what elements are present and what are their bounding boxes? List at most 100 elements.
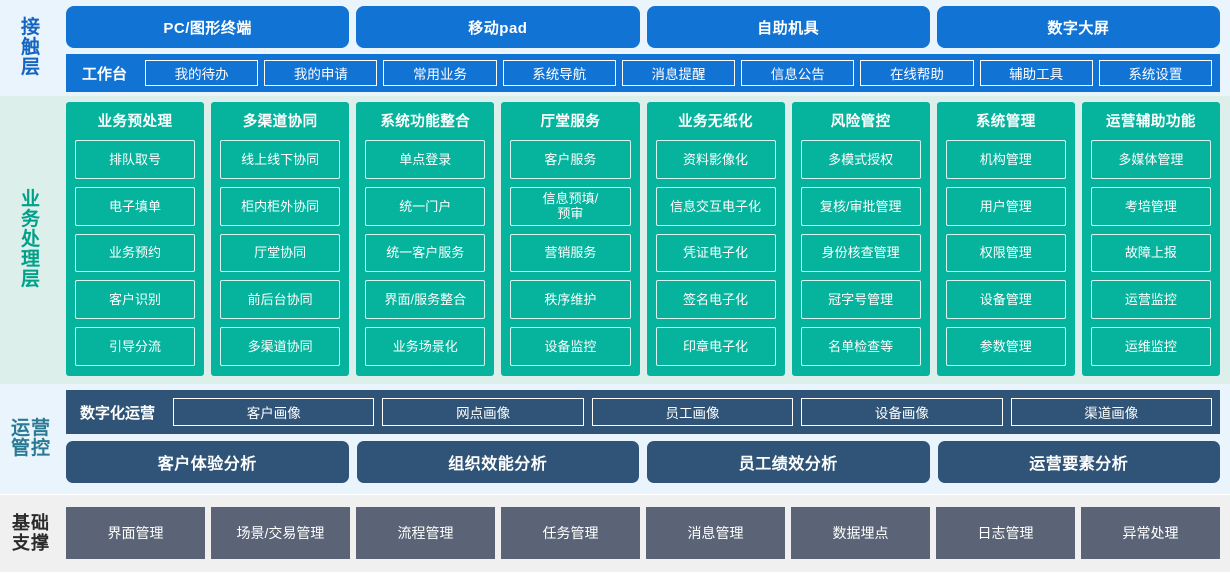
column-items: 线上线下协同 柜内柜外协同 厅堂协同 前后台协同 多渠道协同 bbox=[220, 140, 341, 366]
operations-layer-label: 运营管控 bbox=[0, 384, 62, 494]
terminal-mobile-pad[interactable]: 移动pad bbox=[356, 6, 640, 48]
column-items: 资料影像化 信息交互电子化 凭证电子化 签名电子化 印章电子化 bbox=[655, 140, 776, 366]
business-column-system-integration: 系统功能整合 单点登录 统一门户 统一客户服务 界面/服务整合 业务场景化 bbox=[356, 102, 495, 376]
portrait-item-channel[interactable]: 渠道画像 bbox=[1010, 398, 1212, 426]
column-items: 客户服务 信息预填/ 预审 营销服务 秩序维护 设备监控 bbox=[510, 140, 631, 366]
column-title: 风险管控 bbox=[830, 114, 891, 130]
biz-item[interactable]: 考培管理 bbox=[1090, 186, 1211, 226]
biz-item[interactable]: 客户服务 bbox=[510, 140, 631, 179]
biz-item[interactable]: 信息交互电子化 bbox=[655, 186, 776, 226]
biz-item[interactable]: 冠字号管理 bbox=[800, 280, 921, 320]
biz-item[interactable]: 参数管理 bbox=[945, 327, 1066, 366]
column-items: 机构管理 用户管理 权限管理 设备管理 参数管理 bbox=[945, 140, 1066, 366]
biz-item[interactable]: 柜内柜外协同 bbox=[220, 186, 341, 226]
biz-item[interactable]: 业务场景化 bbox=[365, 327, 486, 366]
biz-item[interactable]: 业务预约 bbox=[75, 233, 196, 273]
biz-item[interactable]: 签名电子化 bbox=[655, 280, 776, 320]
base-item-log-management[interactable]: 日志管理 bbox=[936, 507, 1075, 559]
biz-item[interactable]: 运维监控 bbox=[1090, 327, 1211, 366]
business-layer-label-text: 业务处理层 bbox=[20, 188, 41, 291]
operations-control-layer: 运营管控 数字化运营 客户画像 网点画像 员工画像 设备画像 渠道画像 客户体验… bbox=[0, 384, 1230, 494]
biz-item[interactable]: 身份核查管理 bbox=[800, 233, 921, 273]
column-items: 多媒体管理 考培管理 故障上报 运营监控 运维监控 bbox=[1090, 140, 1211, 366]
biz-item[interactable]: 资料影像化 bbox=[655, 140, 776, 179]
biz-item[interactable]: 多渠道协同 bbox=[220, 327, 341, 366]
portrait-item-employee[interactable]: 员工画像 bbox=[591, 398, 794, 426]
biz-item[interactable]: 设备监控 bbox=[510, 327, 631, 366]
analysis-item-customer-experience[interactable]: 客户体验分析 bbox=[66, 441, 349, 483]
workbench-item-my-todo[interactable]: 我的待办 bbox=[145, 60, 259, 86]
biz-item[interactable]: 运营监控 bbox=[1090, 280, 1211, 320]
contact-layer: 接触层 PC/图形终端 移动pad 自助机具 数字大屏 工作台 我的待办 我的申… bbox=[0, 0, 1230, 96]
biz-item[interactable]: 营销服务 bbox=[510, 233, 631, 273]
biz-item[interactable]: 前后台协同 bbox=[220, 280, 341, 320]
biz-item[interactable]: 故障上报 bbox=[1090, 233, 1211, 273]
workbench-item-aux-tools[interactable]: 辅助工具 bbox=[979, 60, 1093, 86]
base-item-process-management[interactable]: 流程管理 bbox=[356, 507, 495, 559]
analysis-item-employee-performance[interactable]: 员工绩效分析 bbox=[647, 441, 930, 483]
business-layer-label: 业务处理层 bbox=[0, 96, 62, 384]
workbench-item-system-navigation[interactable]: 系统导航 bbox=[502, 60, 616, 86]
column-title: 多渠道协同 bbox=[242, 114, 318, 130]
biz-item[interactable]: 客户识别 bbox=[75, 280, 196, 320]
column-title: 系统功能整合 bbox=[380, 114, 471, 130]
business-columns: 业务预处理 排队取号 电子填单 业务预约 客户识别 引导分流 多渠道协同 线上线… bbox=[66, 102, 1220, 376]
portrait-item-customer[interactable]: 客户画像 bbox=[173, 398, 375, 426]
workbench-item-info-announcement[interactable]: 信息公告 bbox=[741, 60, 855, 86]
workbench-bar: 工作台 我的待办 我的申请 常用业务 系统导航 消息提醒 信息公告 在线帮助 辅… bbox=[66, 54, 1220, 92]
biz-item[interactable]: 引导分流 bbox=[75, 327, 196, 366]
biz-item[interactable]: 多媒体管理 bbox=[1090, 140, 1211, 179]
biz-item[interactable]: 机构管理 bbox=[945, 140, 1066, 179]
workbench-title: 工作台 bbox=[82, 65, 128, 83]
business-column-system-management: 系统管理 机构管理 用户管理 权限管理 设备管理 参数管理 bbox=[936, 102, 1075, 376]
workbench-item-system-settings[interactable]: 系统设置 bbox=[1098, 60, 1212, 86]
biz-item[interactable]: 界面/服务整合 bbox=[365, 280, 486, 320]
biz-item[interactable]: 厅堂协同 bbox=[220, 233, 341, 273]
workbench-item-message-reminder[interactable]: 消息提醒 bbox=[621, 60, 736, 86]
biz-item[interactable]: 秩序维护 bbox=[510, 280, 631, 320]
terminal-pc[interactable]: PC/图形终端 bbox=[66, 6, 350, 48]
base-item-task-management[interactable]: 任务管理 bbox=[501, 507, 640, 559]
biz-item[interactable]: 名单检查等 bbox=[800, 327, 921, 366]
biz-item[interactable]: 多模式授权 bbox=[800, 140, 921, 179]
terminal-digital-screen[interactable]: 数字大屏 bbox=[936, 6, 1220, 48]
analysis-item-operation-elements[interactable]: 运营要素分析 bbox=[937, 441, 1220, 483]
business-column-risk-control: 风险管控 多模式授权 复核/审批管理 身份核查管理 冠字号管理 名单检查等 bbox=[791, 102, 930, 376]
base-item-scenario-transaction[interactable]: 场景/交易管理 bbox=[211, 507, 350, 559]
workbench-item-common-business[interactable]: 常用业务 bbox=[383, 60, 497, 86]
workbench-item-online-help[interactable]: 在线帮助 bbox=[860, 60, 974, 86]
analysis-item-organization-efficiency[interactable]: 组织效能分析 bbox=[356, 441, 639, 483]
biz-item[interactable]: 权限管理 bbox=[945, 233, 1066, 273]
column-title: 运营辅助功能 bbox=[1105, 114, 1196, 130]
base-item-data-tracking[interactable]: 数据埋点 bbox=[791, 507, 930, 559]
base-support-layer: 基础支撑 界面管理 场景/交易管理 流程管理 任务管理 消息管理 数据埋点 日志… bbox=[0, 494, 1230, 572]
biz-item[interactable]: 电子填单 bbox=[75, 186, 196, 226]
biz-item[interactable]: 设备管理 bbox=[945, 280, 1066, 320]
base-item-ui-management[interactable]: 界面管理 bbox=[66, 507, 205, 559]
biz-item[interactable]: 线上线下协同 bbox=[220, 140, 341, 179]
biz-item[interactable]: 信息预填/ 预审 bbox=[510, 186, 631, 226]
biz-item[interactable]: 用户管理 bbox=[945, 186, 1066, 226]
portrait-item-branch[interactable]: 网点画像 bbox=[382, 398, 584, 426]
business-column-preprocessing: 业务预处理 排队取号 电子填单 业务预约 客户识别 引导分流 bbox=[66, 102, 205, 376]
biz-item[interactable]: 凭证电子化 bbox=[655, 233, 776, 273]
operations-layer-label-text: 运营管控 bbox=[10, 417, 51, 459]
base-item-exception-handling[interactable]: 异常处理 bbox=[1081, 507, 1220, 559]
base-item-message-management[interactable]: 消息管理 bbox=[646, 507, 785, 559]
biz-item[interactable]: 单点登录 bbox=[365, 140, 486, 179]
terminal-row: PC/图形终端 移动pad 自助机具 数字大屏 bbox=[66, 6, 1220, 48]
portrait-item-device[interactable]: 设备画像 bbox=[801, 398, 1003, 426]
biz-item[interactable]: 复核/审批管理 bbox=[800, 186, 921, 226]
digital-operations-bar: 数字化运营 客户画像 网点画像 员工画像 设备画像 渠道画像 bbox=[66, 390, 1220, 434]
contact-layer-body: PC/图形终端 移动pad 自助机具 数字大屏 工作台 我的待办 我的申请 常用… bbox=[62, 0, 1230, 96]
biz-item[interactable]: 统一门户 bbox=[365, 186, 486, 226]
biz-item[interactable]: 排队取号 bbox=[75, 140, 196, 179]
terminal-self-service[interactable]: 自助机具 bbox=[646, 6, 930, 48]
column-items: 单点登录 统一门户 统一客户服务 界面/服务整合 业务场景化 bbox=[365, 140, 486, 366]
column-title: 业务无纸化 bbox=[678, 114, 754, 130]
base-layer-body: 界面管理 场景/交易管理 流程管理 任务管理 消息管理 数据埋点 日志管理 异常… bbox=[62, 495, 1230, 572]
biz-item[interactable]: 统一客户服务 bbox=[365, 233, 486, 273]
biz-item[interactable]: 印章电子化 bbox=[655, 327, 776, 366]
workbench-item-my-application[interactable]: 我的申请 bbox=[264, 60, 378, 86]
